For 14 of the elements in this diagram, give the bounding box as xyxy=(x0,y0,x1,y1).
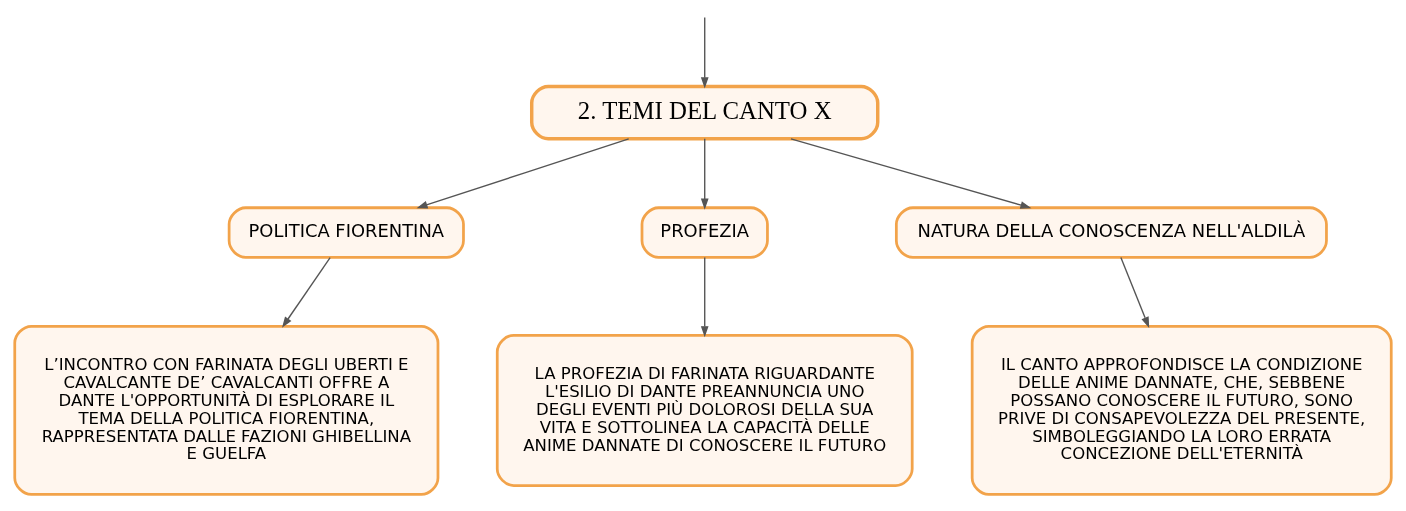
node-box: L’INCONTRO CON FARINATA DEGLI UBERTI E CAVALCANTE DE’ CAVALCANTI OFFRE A DANTE L'OPPORTUNITÀ DI ESPLORARE IL TEMA DELLA POLITICA FIORENTINA, RAPPRESENTATA DALLE FAZIONI GHIBELLINA E GUELFA xyxy=(13,324,440,496)
arrow xyxy=(282,256,331,328)
node-box: POLITICA FIORENTINA xyxy=(227,206,465,259)
arrow xyxy=(700,256,709,338)
arrow xyxy=(700,138,709,210)
arrow xyxy=(700,16,709,89)
arrow xyxy=(416,138,630,209)
node-box: LA PROFEZIA DI FARINATA RIGUARDANTE L'ESILIO DI DANTE PREANNUNCIA UNO DEGLI EVENTI PIÙ DOLOROSI DELLA SUA VITA E SOTTOLINEA LA CAPACITÀ DELLE ANIME DANNATE DI CONOSCERE IL FUTURO xyxy=(495,333,914,487)
node-box: NATURA DELLA CONOSCENZA NELL'ALDILÀ xyxy=(894,206,1328,259)
node-box: PROFEZIA xyxy=(640,206,769,259)
node-box: IL CANTO APPROFONDISCE LA CONDIZIONE DELLE ANIME DANNATE, CHE, SEBBENE POSSANO CONOSCERE IL FUTURO, SONO PRIVE DI CONSAPEVOLEZZA DEL PRESENTE, SIMBOLEGGIANDO LA LORO ERRATA CONCEZIONE DELL'ETERNITÀ xyxy=(970,324,1393,496)
arrow xyxy=(790,138,1032,209)
node-box: 2. TEMI DEL CANTO X xyxy=(530,84,880,141)
arrow xyxy=(1120,256,1150,328)
